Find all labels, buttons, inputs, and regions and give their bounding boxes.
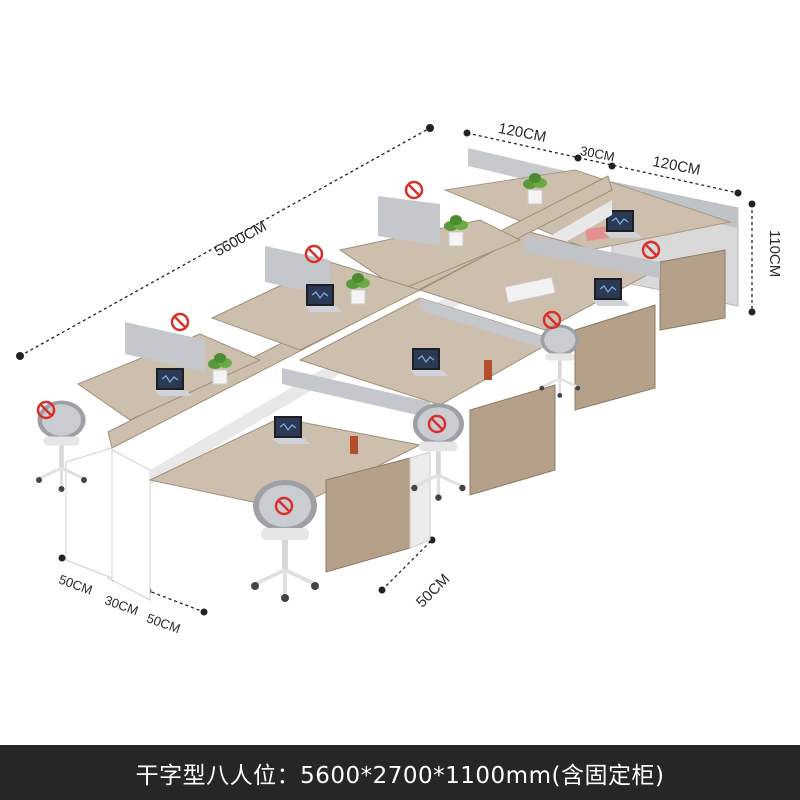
- dim-bottom-right: 50CM: [145, 610, 183, 636]
- dimension-lines: [16, 124, 756, 616]
- workstation-back-left: [210, 196, 522, 351]
- workstation-front-right: [148, 368, 431, 573]
- dim-total-length: 5600CM: [212, 218, 270, 260]
- dim-bottom-left: 50CM: [57, 572, 95, 598]
- workstation-middle-right: [418, 231, 662, 411]
- office-workstation-scene: 5600CM 120CM 30CM 120CM 110CM 50CM 30CM …: [16, 120, 783, 636]
- dim-height: 110CM: [766, 230, 783, 277]
- workstation-front-left: [65, 322, 262, 579]
- workstation-middle: [298, 297, 557, 496]
- dim-top-width-right: 120CM: [651, 153, 702, 179]
- dim-top-width-left: 120CM: [497, 120, 548, 146]
- dim-top-gap: 30CM: [579, 143, 616, 164]
- caption-text: 干字型八人位：5600*2700*1100mm(含固定柜): [135, 762, 665, 789]
- dim-bottom-mid: 30CM: [103, 592, 141, 618]
- dim-depth: 50CM: [413, 571, 453, 611]
- caption-bar: 干字型八人位：5600*2700*1100mm(含固定柜): [0, 745, 800, 800]
